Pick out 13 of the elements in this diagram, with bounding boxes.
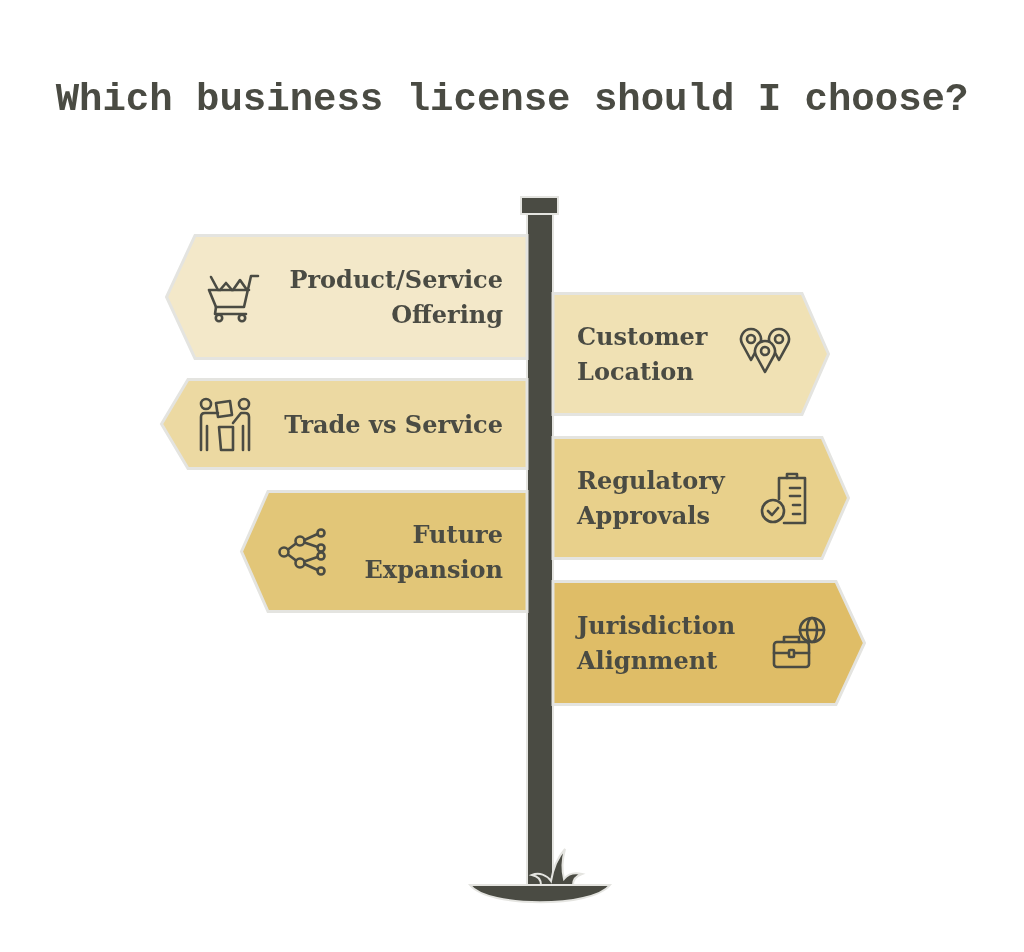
direction-sign [553,292,830,416]
direction-sign [165,234,527,360]
direction-sign [240,490,527,613]
sign-label: Jurisdiction Alignment [577,610,737,677]
sign-label: Customer Location [577,321,709,388]
sign-label: Product/Service Offering [288,264,503,331]
sign-label: Trade vs Service [283,408,503,441]
direction-sign [160,378,527,470]
diagram-title: Which business license should I choose? [55,77,969,124]
direction-sign [553,436,850,560]
sign-label: Future Expansion [363,518,503,586]
direction-sign [553,580,866,706]
sign-label: Regulatory Approvals [577,465,727,532]
